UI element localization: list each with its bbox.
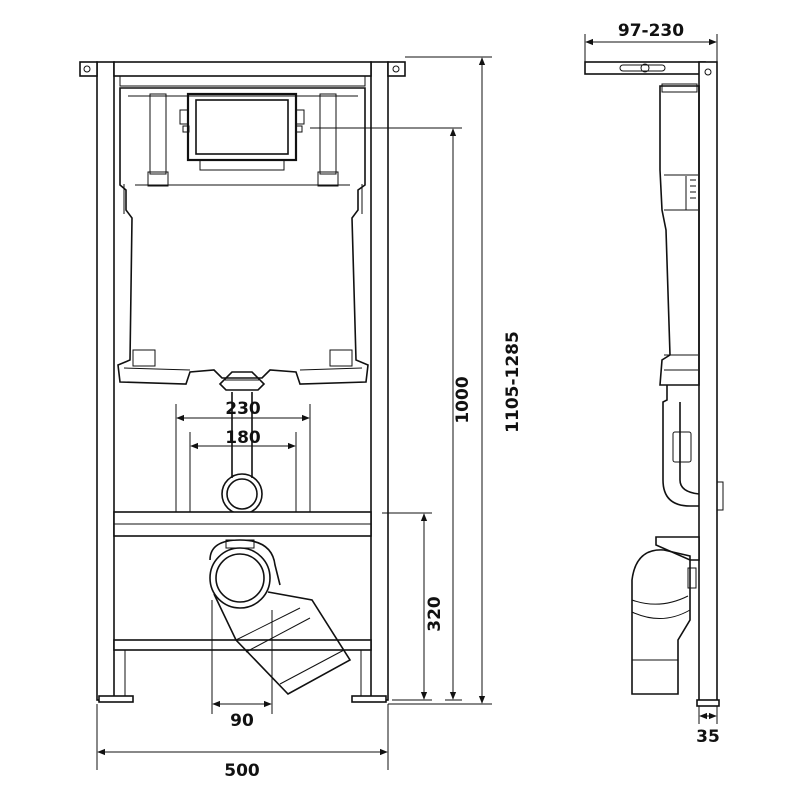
top-crossbar [113,61,372,77]
side-frame-post [698,61,718,705]
flush-plate-frame [179,92,305,171]
label-1105-1285: 1105-1285 [503,331,523,433]
side-drain-bend [631,536,700,695]
label-180: 180 [225,428,261,448]
dimension-500: 500 [96,704,389,781]
top-bracket-left [79,61,98,77]
label-97-230: 97-230 [618,21,684,41]
drain-elbow [209,539,352,695]
label-230: 230 [225,399,261,419]
side-tank-profile [659,83,700,386]
dimension-35: 35 [696,706,720,747]
label-500: 500 [224,761,260,781]
dimension-180: 180 [189,428,297,512]
dimension-97-230: 97-230 [584,21,718,62]
dimension-230: 230 [175,399,311,512]
front-view [79,61,406,703]
dimension-1105-1285: 1105-1285 [388,56,523,705]
side-flush-pipe [662,385,724,511]
foot-left [98,695,134,703]
bottom-crossbar [113,639,372,651]
dimension-320: 320 [382,512,445,701]
dimension-90: 90 [211,600,273,731]
right-frame-post [370,61,389,701]
label-320: 320 [425,596,445,632]
dimension-1000: 1000 [310,127,473,701]
label-1000: 1000 [453,376,473,423]
left-frame-post [96,61,115,701]
foot-right [351,695,387,703]
side-view [584,61,724,707]
top-bracket-right [387,61,406,77]
label-35: 35 [696,727,720,747]
cistern-tank [117,87,369,385]
flush-valve [218,371,266,391]
label-90: 90 [230,711,254,731]
